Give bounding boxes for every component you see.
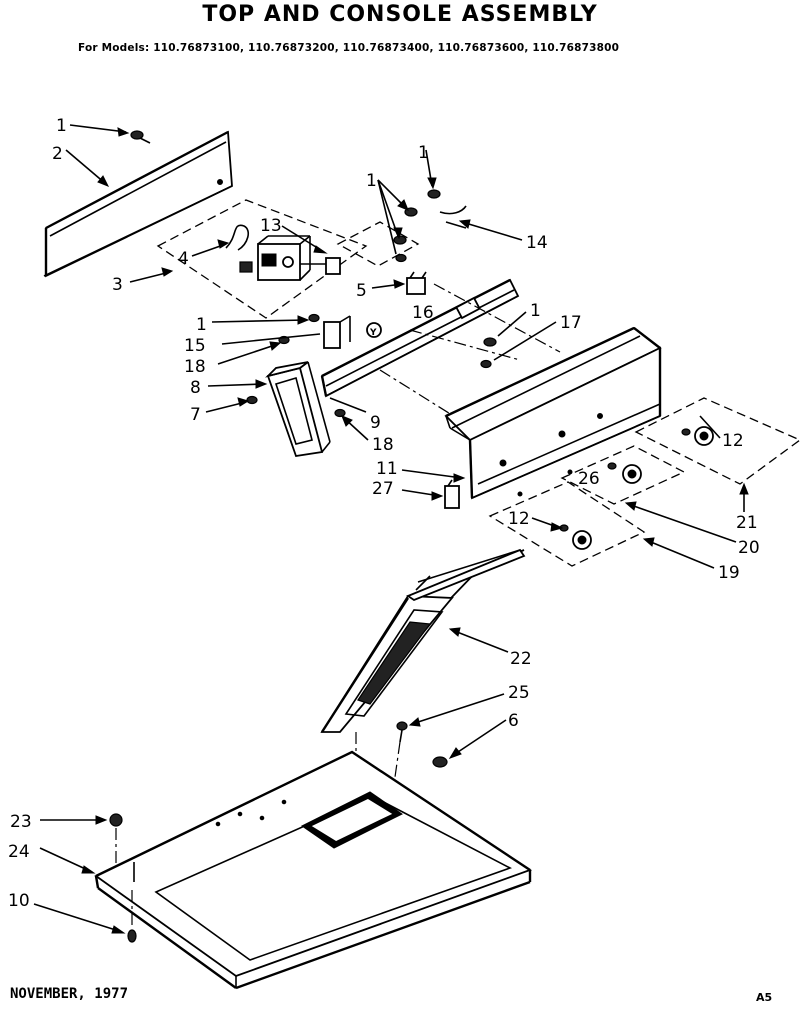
callout-label: 18	[372, 435, 394, 455]
page-code: A5	[756, 991, 773, 1004]
callout-label: 22	[510, 649, 532, 669]
bracket-panel	[336, 221, 420, 267]
callout-label: 2	[52, 144, 63, 164]
screw-part	[127, 929, 137, 943]
knob-group-19	[488, 481, 646, 567]
callout-label: 12	[508, 509, 530, 529]
callout-label: 8	[190, 378, 201, 398]
bracket-part	[278, 313, 351, 349]
callout-label: 19	[718, 563, 740, 583]
callout-label: 9	[370, 413, 381, 433]
callout-label: 10	[8, 891, 30, 911]
screw-part	[246, 395, 258, 405]
callout-label: 6	[508, 711, 519, 731]
clip-part	[444, 479, 460, 509]
knob-group-20	[560, 445, 686, 505]
callout-label: 1	[530, 301, 541, 321]
callout-label: 18	[184, 357, 206, 377]
rear-panel	[43, 130, 233, 278]
foot-part	[432, 756, 448, 768]
callout-label: 16	[412, 303, 434, 323]
publication-date: NOVEMBER, 1977	[10, 986, 129, 1002]
callout-label: 1	[418, 143, 429, 163]
callout-label: 26	[578, 469, 600, 489]
screw-part	[483, 337, 497, 347]
svg-text:Y: Y	[369, 328, 377, 338]
clip-part	[406, 271, 427, 295]
callout-label: 3	[112, 275, 123, 295]
callout-label: 15	[184, 336, 206, 356]
knob-group-21	[634, 397, 800, 485]
callout-label: 14	[526, 233, 548, 253]
callout-label: 5	[356, 281, 367, 301]
callout-label: 17	[560, 313, 582, 333]
screw-group	[393, 189, 467, 263]
callout-label: 24	[8, 842, 30, 862]
screw-part	[130, 130, 151, 144]
callout-label: 1	[196, 315, 207, 335]
leader-lines	[33, 124, 749, 934]
models-line: For Models: 110.76873100, 110.76873200, …	[78, 42, 620, 54]
callout-label: 23	[10, 812, 32, 832]
foot-part	[109, 813, 123, 827]
callout-label: 7	[190, 405, 201, 425]
callout-label: 11	[376, 459, 398, 479]
callout-label: 12	[722, 431, 744, 451]
callout-label: 25	[508, 683, 530, 703]
console-support	[265, 361, 331, 458]
console-body	[444, 326, 662, 500]
callout-label: 27	[372, 479, 394, 499]
screw-part	[396, 721, 408, 731]
screw-part	[480, 359, 492, 369]
diagram-title: TOP AND CONSOLE ASSEMBLY	[202, 2, 598, 27]
top-cover	[94, 750, 532, 990]
callout-labels: 1 2 3 4 13 1 1 14 5 16 1 17 1 15 18 8 7 …	[8, 116, 760, 911]
callout-label: 13	[260, 216, 282, 236]
screw-part	[334, 408, 346, 418]
lint-filter	[320, 548, 526, 733]
callout-label: 1	[56, 116, 67, 136]
console-rail: Y	[320, 278, 520, 421]
switch-assembly-group	[156, 199, 368, 319]
callout-label: 20	[738, 538, 760, 558]
callout-label: 21	[736, 513, 758, 533]
callout-label: 4	[178, 249, 189, 269]
callout-label: 1	[366, 171, 377, 191]
